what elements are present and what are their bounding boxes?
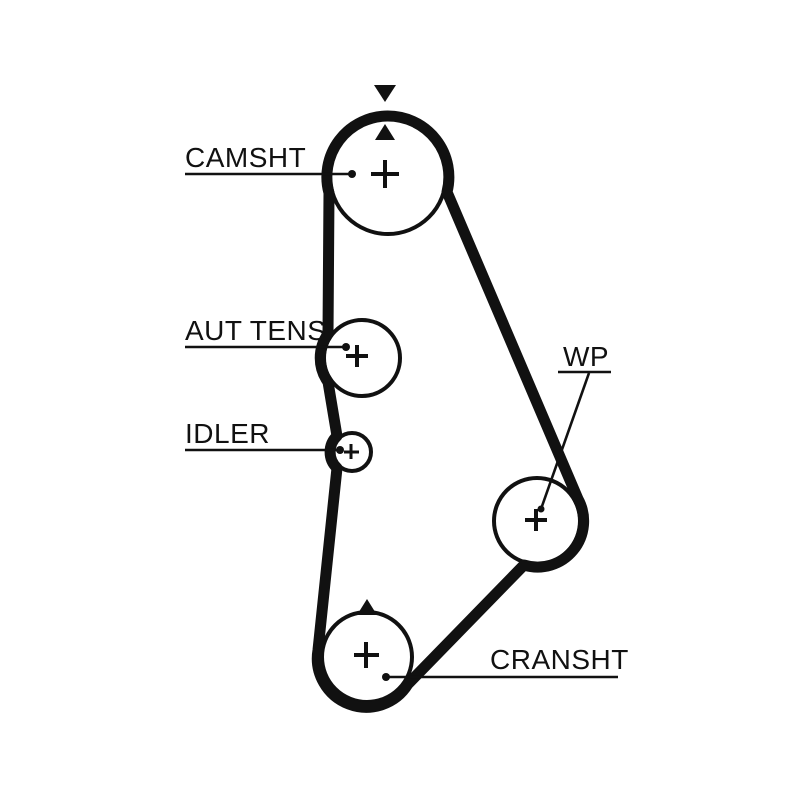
camshaft-alignment-arrow-down-icon	[374, 85, 396, 102]
timing-belt	[311, 110, 590, 713]
water-pump-label-line	[539, 372, 591, 510]
tensioner-label-dot	[342, 343, 350, 351]
crankshaft-label: CRANSHT	[490, 644, 629, 675]
water-pump-label-dot	[537, 505, 545, 513]
idler-label: IDLER	[185, 418, 270, 449]
camshaft-center-mark	[371, 160, 399, 188]
crankshaft-alignment-arrow-up-icon	[357, 599, 377, 615]
water-pump-label: WP	[563, 341, 609, 372]
camshaft-label-dot	[348, 170, 356, 178]
camshaft-alignment-arrow-up-icon	[375, 124, 395, 140]
camshaft-label: CAMSHT	[185, 142, 306, 173]
crankshaft-label-dot	[382, 673, 390, 681]
idler-label-dot	[336, 446, 344, 454]
tensioner-label: AUT TENS	[185, 315, 326, 346]
crankshaft-center-mark	[354, 642, 379, 668]
tensioner-center-mark	[346, 345, 368, 367]
water-pump-center-mark	[525, 509, 547, 531]
idler-center-mark	[344, 444, 359, 459]
